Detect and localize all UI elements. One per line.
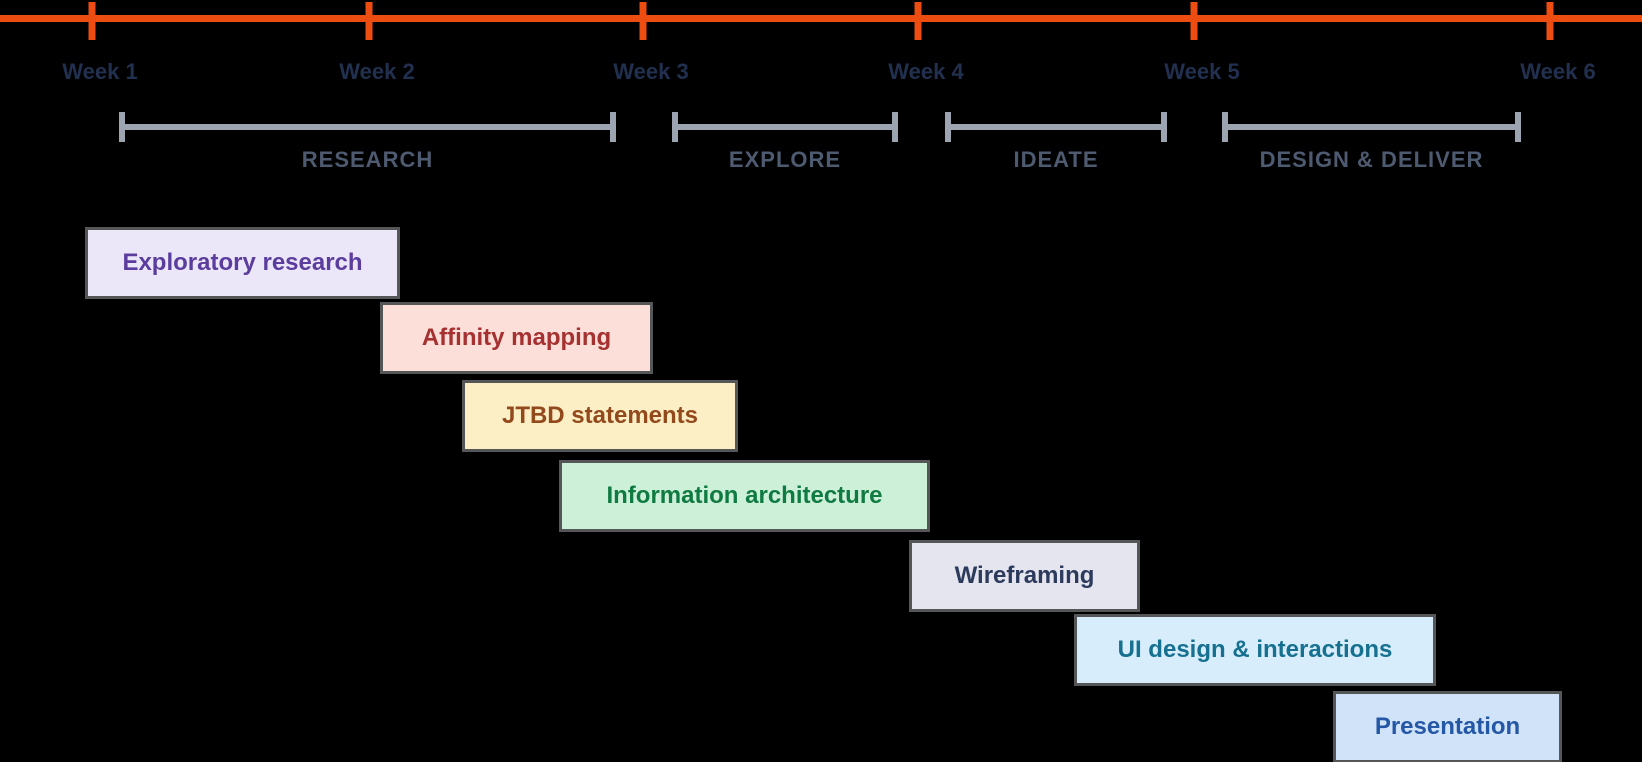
- task-bar-presentation: Presentation: [1336, 694, 1559, 760]
- week-label-2: Week 2: [339, 59, 415, 84]
- week-label-5: Week 5: [1164, 59, 1240, 84]
- phase-bracket-line: [948, 124, 1164, 130]
- task-bar-jtbd-statements: JTBD statements: [465, 383, 735, 449]
- phase-label: IDEATE: [1013, 147, 1099, 172]
- week-tick-3: [639, 2, 647, 40]
- week-label-3: Week 3: [613, 59, 689, 84]
- task-bar-affinity-mapping: Affinity mapping: [383, 305, 650, 371]
- week-label-6: Week 6: [1520, 59, 1596, 84]
- task-bar-wireframing: Wireframing: [912, 543, 1137, 609]
- task-label: Exploratory research: [122, 249, 363, 276]
- task-bar-exploratory-research: Exploratory research: [88, 230, 397, 296]
- week-tick-2: [365, 2, 373, 40]
- phase-label: EXPLORE: [728, 147, 842, 172]
- timeline-axis-line: [0, 15, 1642, 22]
- phase-bracket-line: [122, 124, 613, 130]
- task-label: Information architecture: [606, 482, 883, 509]
- phase-bracket-right-cap: [610, 112, 616, 142]
- task-label: Affinity mapping: [421, 324, 612, 351]
- week-tick-1: [88, 2, 96, 40]
- task-bar-information-architecture: Information architecture: [562, 463, 927, 529]
- phase-label: DESIGN & DELIVER: [1259, 147, 1484, 172]
- phase-bracket-right-cap: [1515, 112, 1521, 142]
- task-label: JTBD statements: [501, 402, 699, 429]
- week-tick-4: [914, 2, 922, 40]
- task-label: UI design & interactions: [1117, 636, 1393, 663]
- week-tick-5: [1190, 2, 1198, 40]
- phase-bracket-line: [1225, 124, 1518, 130]
- phase-bracket-line: [675, 124, 895, 130]
- week-label-1: Week 1: [62, 59, 138, 84]
- week-tick-6: [1546, 2, 1554, 40]
- task-label: Presentation: [1374, 713, 1521, 740]
- phase-bracket-left-cap: [1222, 112, 1228, 142]
- phase-bracket-left-cap: [672, 112, 678, 142]
- phase-label: RESEARCH: [301, 147, 434, 172]
- week-label-4: Week 4: [888, 59, 964, 84]
- phase-bracket-right-cap: [1161, 112, 1167, 142]
- task-label: Wireframing: [954, 562, 1095, 589]
- phase-bracket-left-cap: [945, 112, 951, 142]
- phase-bracket-right-cap: [892, 112, 898, 142]
- task-bar-ui-design-interactions: UI design & interactions: [1077, 617, 1433, 683]
- phase-bracket-left-cap: [119, 112, 125, 142]
